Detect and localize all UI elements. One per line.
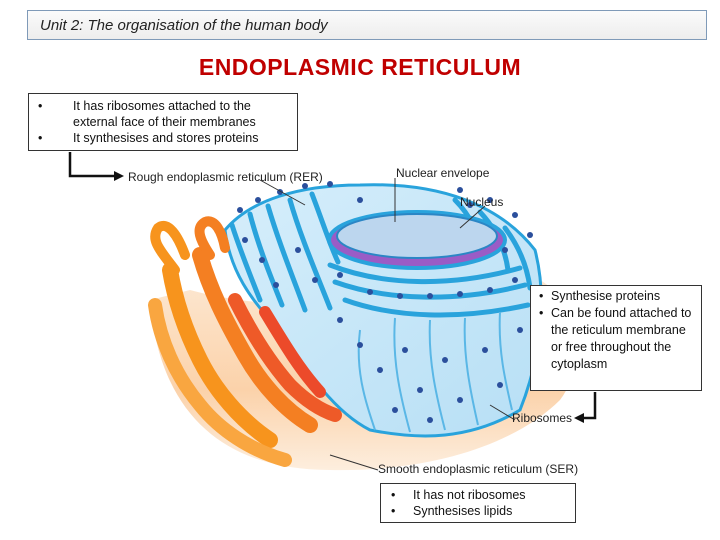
- rer-point-2: It synthesises and stores proteins: [35, 130, 291, 146]
- arrow-heads: [114, 171, 584, 423]
- ribosomes: [237, 181, 533, 423]
- ser-description-box: It has not ribosomes Synthesises lipids: [380, 483, 576, 523]
- header-title: Unit 2: The organisation of the human bo…: [40, 17, 328, 34]
- ribosome-point-2: Can be found attached to the reticulum m…: [535, 305, 697, 373]
- ser-point-2: Synthesises lipids: [387, 503, 569, 519]
- label-ribosomes: Ribosomes: [512, 411, 573, 425]
- nucleus: [336, 213, 498, 259]
- rer-description-box: It has ribosomes attached to the externa…: [28, 93, 298, 151]
- ser-point-1: It has not ribosomes: [387, 487, 569, 503]
- leader-lines: [259, 178, 516, 471]
- ser-tubules: [148, 216, 342, 467]
- label-rer: Rough endoplasmic reticulum (RER): [128, 170, 323, 184]
- label-nucleus: Nucleus: [460, 195, 504, 209]
- page-title: ENDOPLASMIC RETICULUM: [198, 54, 522, 80]
- rer-point-1: It has ribosomes attached to the externa…: [35, 98, 291, 130]
- rer-membrane-folds: [229, 191, 533, 318]
- ribosome-point-1: Synthesise proteins: [535, 288, 697, 305]
- label-ser: Smooth endoplasmic reticulum (SER): [378, 462, 579, 476]
- slide-header: Unit 2: The organisation of the human bo…: [27, 10, 707, 40]
- label-nuclear-envelope: Nuclear envelope: [396, 166, 490, 180]
- ribosome-description-box: Synthesise proteins Can be found attache…: [530, 285, 702, 391]
